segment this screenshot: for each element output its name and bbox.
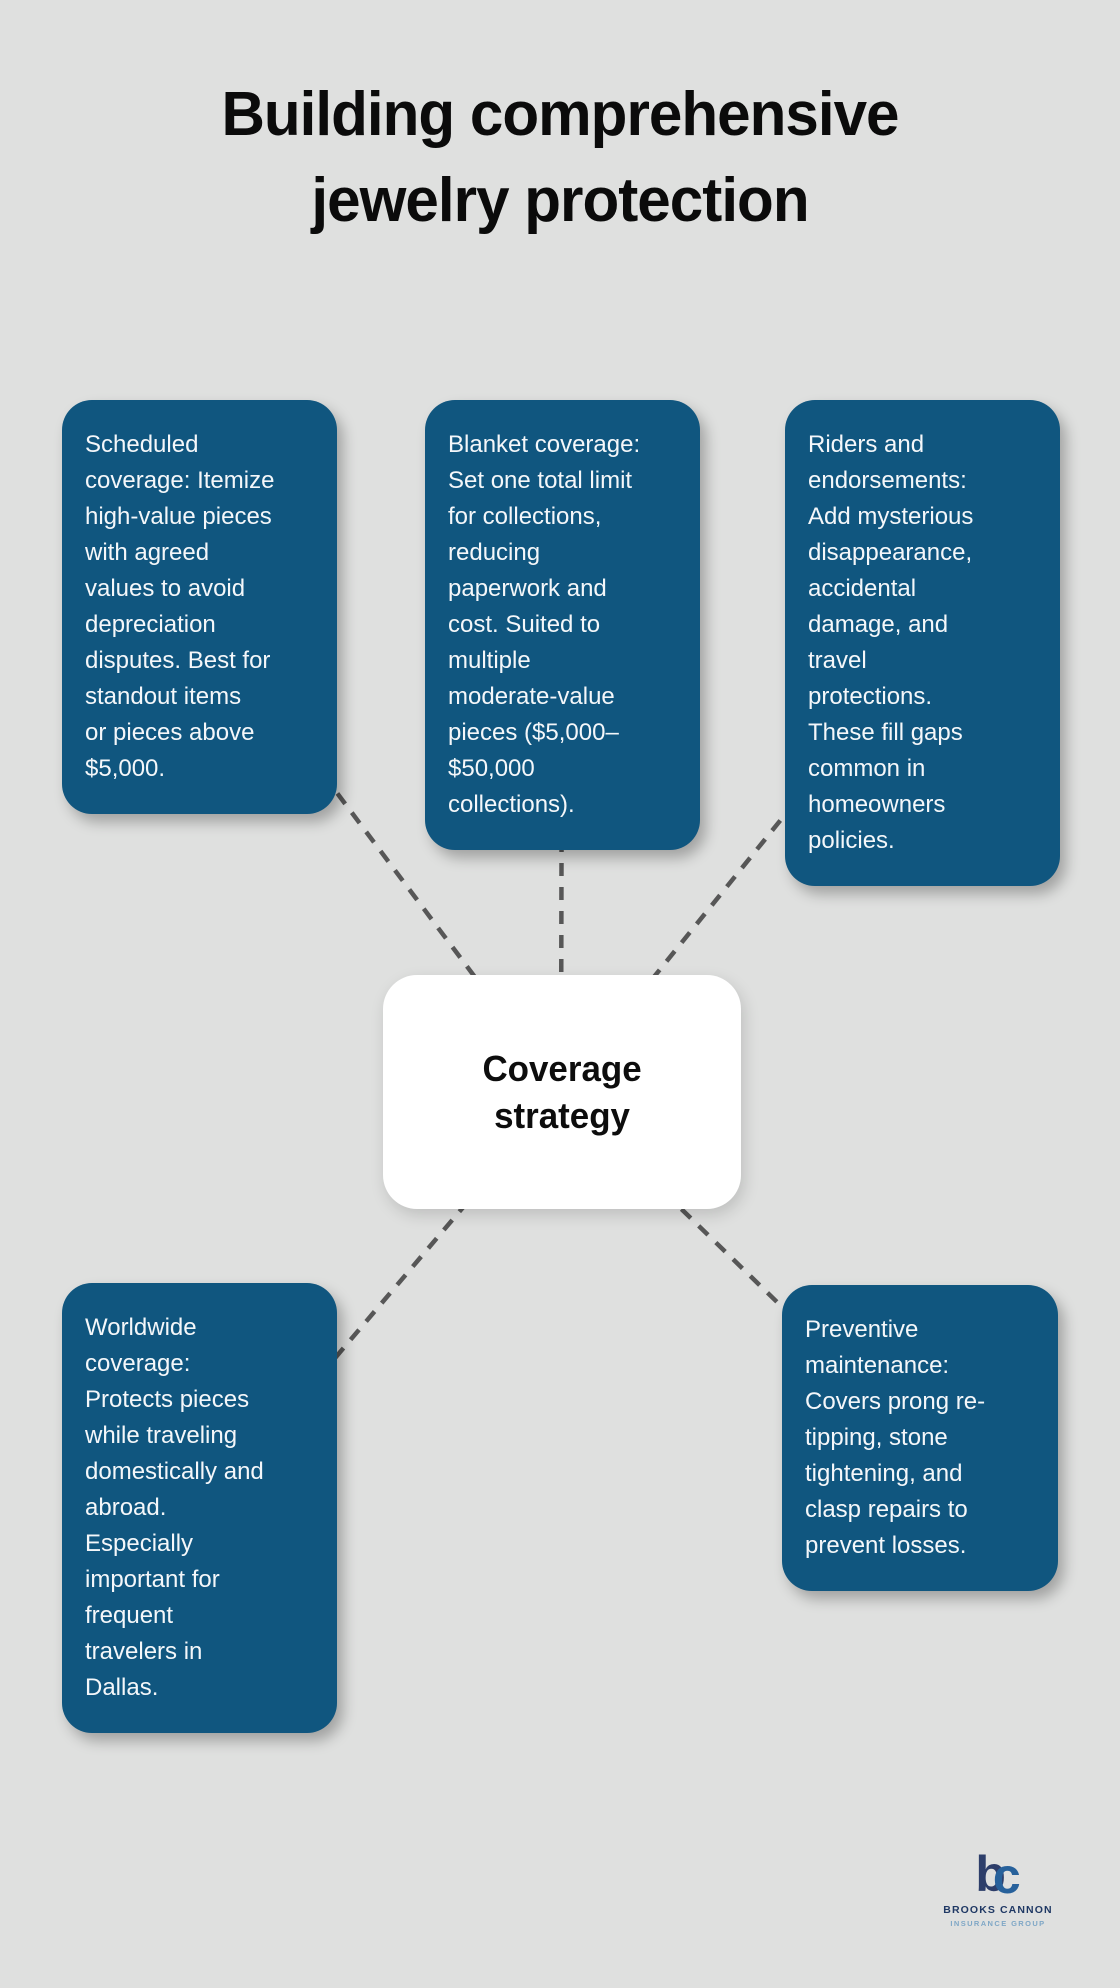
node-worldwide-coverage-text: Worldwide coverage: Protects pieces whil… — [85, 1314, 264, 1701]
center-node-label: Coverage strategy — [482, 1048, 642, 1136]
node-preventive-maintenance-text: Preventive maintenance: Covers prong re-… — [805, 1316, 986, 1559]
center-node-coverage-strategy: Coverage strategy — [383, 975, 741, 1209]
monogram-letter-b: b — [975, 1846, 1006, 1902]
node-scheduled-coverage: Scheduled coverage: Itemize high-value p… — [62, 400, 337, 814]
brand-tagline: INSURANCE GROUP — [950, 1919, 1046, 1928]
node-riders-endorsements: Riders and endorsements: Add mysterious … — [785, 400, 1060, 886]
brooks-cannon-logo: bc BROOKS CANNON INSURANCE GROUP — [928, 1846, 1068, 1928]
node-blanket-coverage: Blanket coverage: Set one total limit fo… — [425, 400, 700, 850]
monogram-letter-c: c — [992, 1848, 1021, 1904]
node-scheduled-coverage-text: Scheduled coverage: Itemize high-value p… — [85, 431, 275, 782]
node-riders-endorsements-text: Riders and endorsements: Add mysterious … — [808, 431, 974, 854]
node-worldwide-coverage: Worldwide coverage: Protects pieces whil… — [62, 1283, 337, 1733]
brand-name: BROOKS CANNON — [943, 1904, 1053, 1916]
node-blanket-coverage-text: Blanket coverage: Set one total limit fo… — [448, 431, 641, 818]
node-preventive-maintenance: Preventive maintenance: Covers prong re-… — [782, 1285, 1058, 1591]
bc-monogram-icon: bc — [975, 1846, 1021, 1904]
page-title: Building comprehensive jewelry protectio… — [221, 80, 899, 235]
